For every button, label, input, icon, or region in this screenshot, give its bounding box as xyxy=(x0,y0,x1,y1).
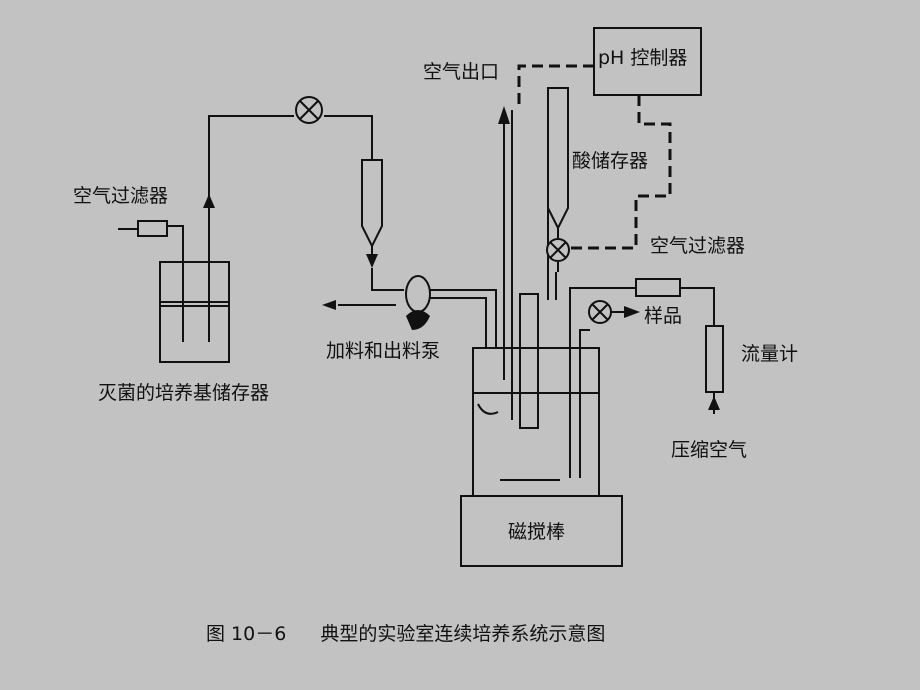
label-air-outlet: 空气出口 xyxy=(423,61,500,83)
label-medium-reservoir: 灭菌的培养基储存器 xyxy=(98,382,270,404)
medium-reservoir-vessel xyxy=(159,261,230,363)
feed-line-top xyxy=(203,115,373,342)
fermenter-tubes xyxy=(498,64,594,429)
air-filter-right xyxy=(635,278,715,326)
flow-arrow-up-left xyxy=(203,194,215,208)
valve-acid xyxy=(546,238,570,262)
ph-controller-box xyxy=(593,27,702,96)
valve-sample xyxy=(588,300,612,324)
air-filter-left xyxy=(118,220,184,342)
label-sample: 样品 xyxy=(644,305,683,327)
sample-line xyxy=(569,287,640,478)
label-acid-reservoir: 酸储存器 xyxy=(572,150,649,172)
drip-tube-left xyxy=(361,159,404,291)
label-ph-controller: pH 控制器 xyxy=(598,47,688,69)
valve-top-left xyxy=(295,96,323,124)
figure-caption: 图 10－6 典型的实验室连续培养系统示意图 xyxy=(206,623,605,645)
feed-pump xyxy=(322,275,497,348)
label-feed-pump: 加料和出料泵 xyxy=(326,340,441,362)
label-air-filter-right: 空气过滤器 xyxy=(650,235,746,257)
label-compressed-air: 压缩空气 xyxy=(671,439,748,461)
label-air-filter-left: 空气过滤器 xyxy=(73,185,169,207)
caption-number: 图 10－6 xyxy=(206,623,287,645)
magnetic-stirrer-base xyxy=(460,495,623,567)
label-flowmeter: 流量计 xyxy=(741,343,799,365)
caption-text: 典型的实验室连续培养系统示意图 xyxy=(320,623,606,645)
label-stirrer: 磁搅棒 xyxy=(508,521,566,543)
flowmeter-tube xyxy=(705,325,724,414)
acid-reservoir-tube xyxy=(547,87,569,300)
